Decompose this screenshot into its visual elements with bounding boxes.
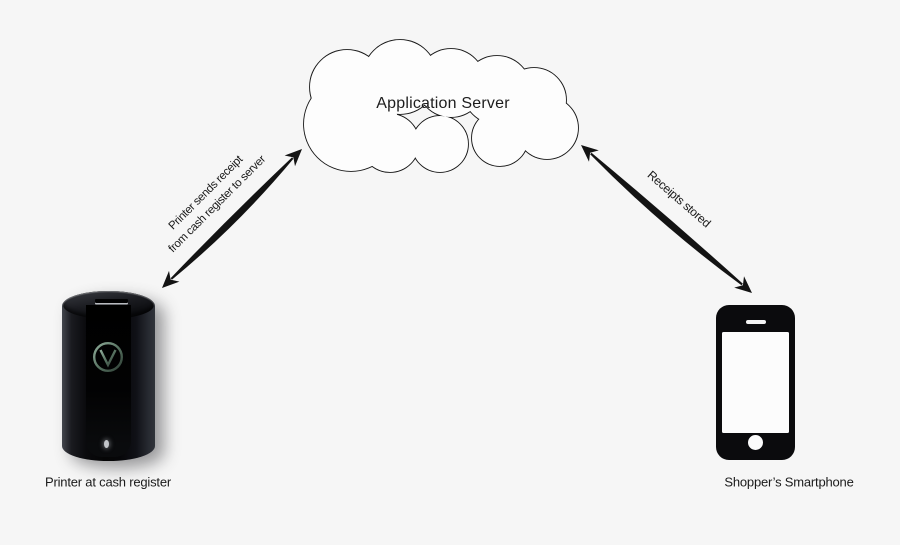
- arrow-shaft: [170, 157, 294, 280]
- arrowhead-up-icon: [284, 149, 302, 167]
- phone-speaker: [746, 320, 766, 324]
- printer-status-light: [104, 440, 109, 448]
- phone-home-button: [748, 435, 763, 450]
- arrowhead-down-icon: [734, 276, 752, 293]
- receipt-printer-icon: [62, 291, 155, 461]
- arrow-server-to-phone: [581, 145, 752, 293]
- application-server-label: Application Server: [376, 95, 510, 112]
- printer-front-panel: [86, 305, 131, 457]
- application-server-cloud-icon: [303, 39, 579, 173]
- printer-caption: Printer at cash register: [45, 474, 171, 490]
- printer-receipt-slot: [95, 299, 128, 303]
- arrowhead-up-icon: [581, 145, 599, 162]
- arrow-shaft: [590, 152, 743, 286]
- smartphone-icon: [716, 305, 795, 460]
- arrowhead-down-icon: [162, 270, 180, 288]
- v-in-circle-logo-icon: [92, 341, 124, 373]
- phone-caption: Shopper’s Smartphone: [724, 474, 854, 490]
- phone-screen: [722, 332, 789, 433]
- arrow-printer-to-server: [162, 149, 302, 288]
